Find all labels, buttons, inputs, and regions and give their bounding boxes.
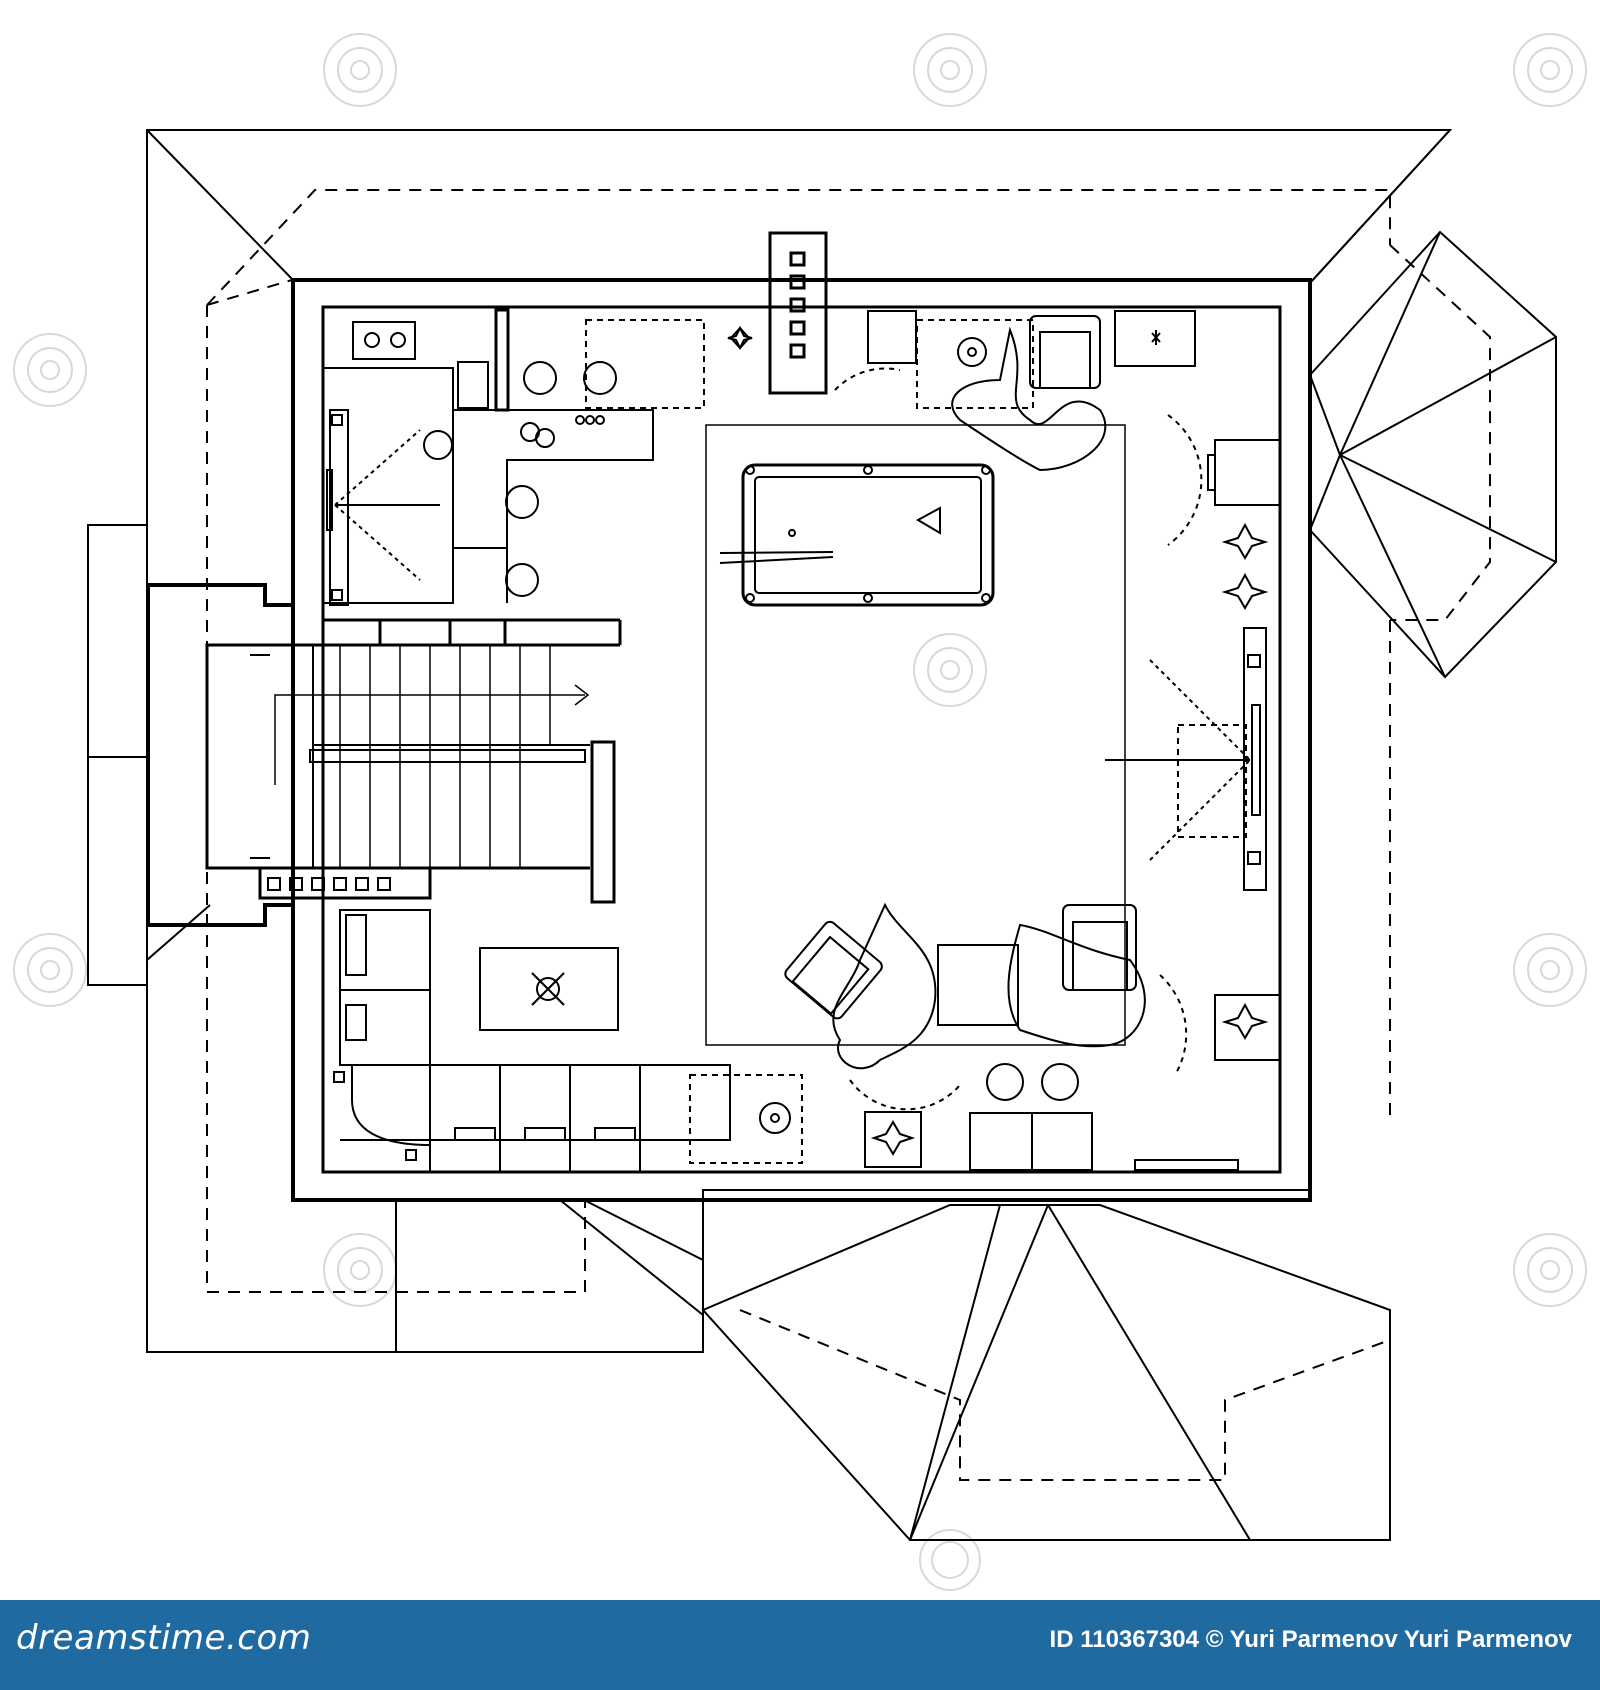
image-id: ID 110367304 — [1049, 1626, 1200, 1653]
rug — [705, 424, 1126, 1046]
staircase — [250, 644, 616, 904]
sectional-sofa — [333, 909, 731, 1172]
floor-plan-drawing — [13, 33, 1587, 1591]
top-right-furniture — [834, 310, 1203, 546]
coffee-table — [479, 947, 619, 1031]
right-wall-items — [1105, 439, 1281, 891]
copyright-symbol: © — [1205, 1626, 1224, 1653]
top-table — [585, 319, 753, 409]
pool-table — [719, 463, 995, 607]
chimney — [768, 231, 828, 395]
roof-outline — [87, 129, 1453, 1353]
lamp-right — [1214, 994, 1281, 1061]
bottom-furniture — [689, 1063, 1239, 1171]
bar-stools — [423, 361, 617, 597]
bottom-dormer-roof — [701, 1200, 1391, 1541]
outer-walls — [291, 278, 1312, 1202]
stair-bumpout — [146, 583, 323, 927]
image-credit: ID 110367304 © Yuri Parmenov Yuri Parmen… — [1050, 1626, 1572, 1654]
right-dormer-roof — [1309, 230, 1557, 679]
author-name: Yuri Parmenov — [1229, 1626, 1398, 1653]
armchairs — [784, 902, 1188, 1111]
refrigerator — [326, 409, 440, 606]
kitchen-counter — [323, 321, 654, 604]
author-name-repeat: Yuri Parmenov — [1403, 1626, 1572, 1653]
stock-footer: dreamstime.com ID 110367304 © Yuri Parme… — [0, 1600, 1600, 1690]
roof-eaves-dashed — [206, 189, 1391, 1293]
brand-logo-text: dreamstime.com — [16, 1618, 312, 1658]
watermark-swirls — [13, 33, 1587, 1591]
